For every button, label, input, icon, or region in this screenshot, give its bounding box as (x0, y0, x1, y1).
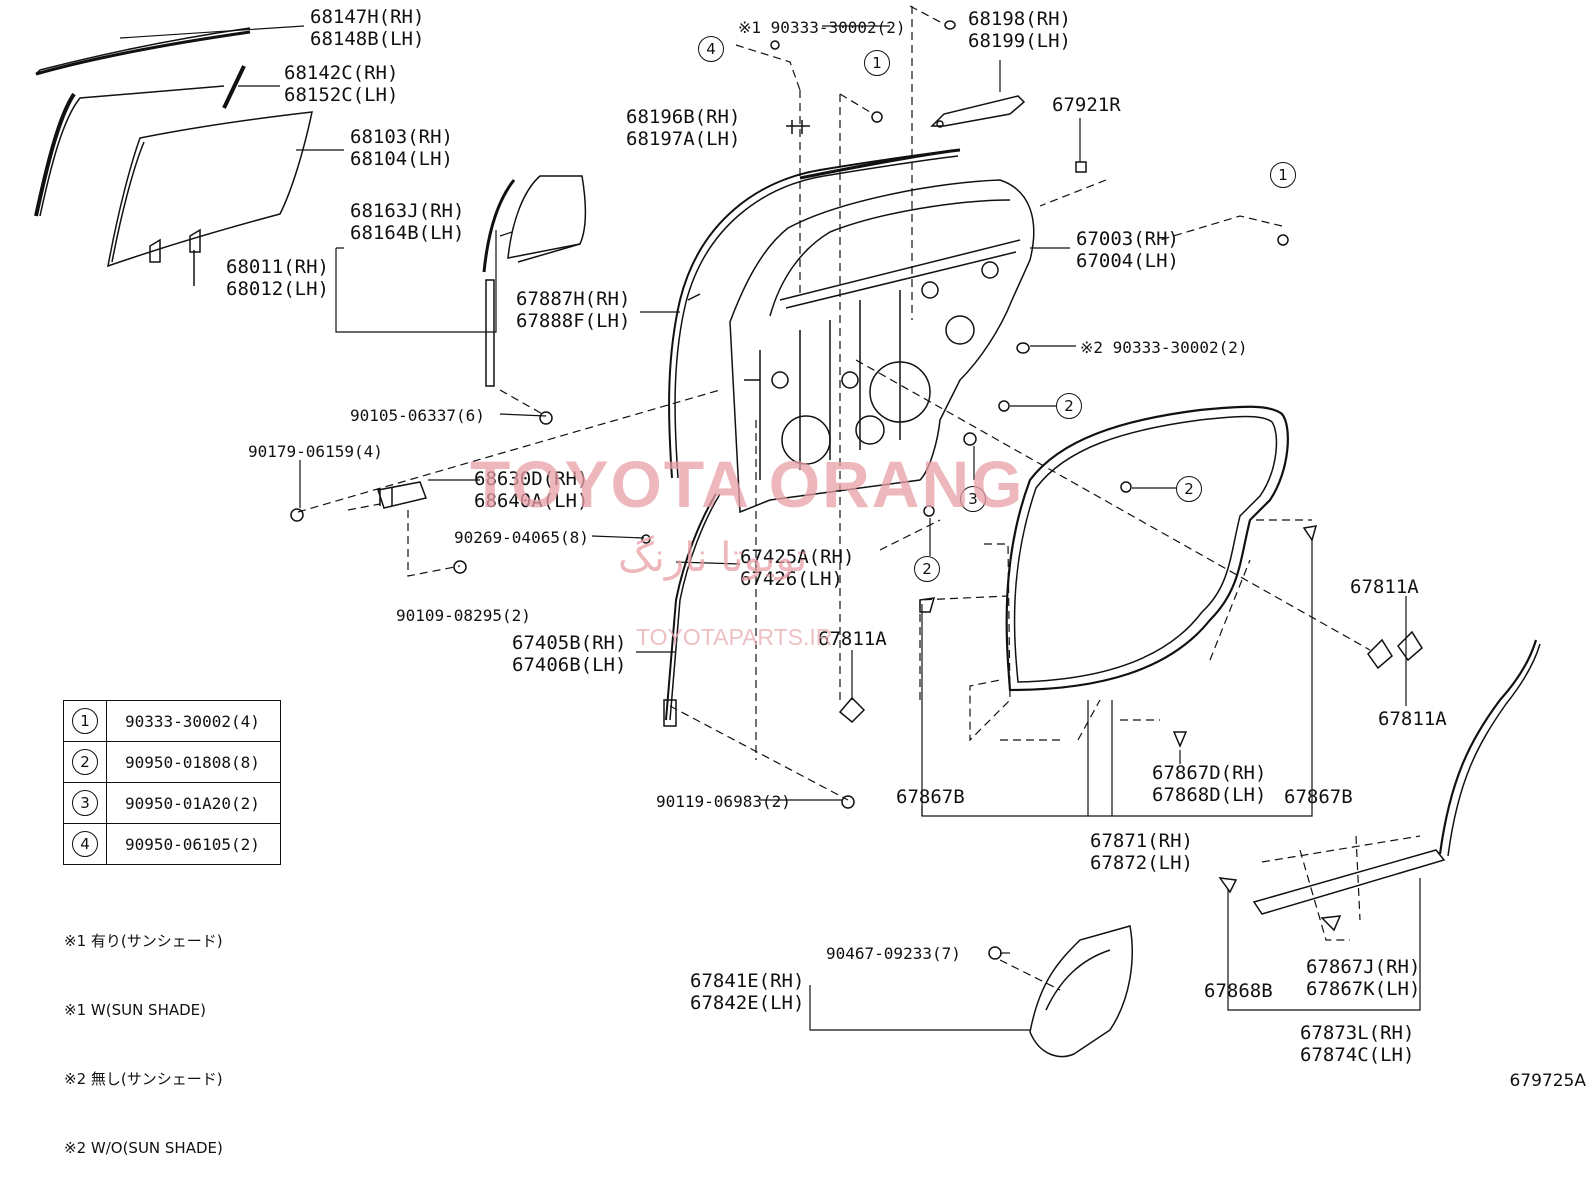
label-67003: 67003(RH) 67004(LH) (1076, 228, 1179, 272)
hole-plug-3 (963, 432, 977, 446)
label-67867d: 67867D(RH) 67868D(LH) (1152, 762, 1267, 806)
plug-top (944, 20, 956, 30)
callout-1-right: 1 (1270, 162, 1296, 188)
label-67887: 67887H(RH) 67888F(LH) (516, 288, 631, 332)
plug-sunshade (1016, 342, 1030, 354)
legend-part: 90950-06105(2) (106, 823, 281, 865)
label-68196: 68196B(RH) 68197A(LH) (626, 106, 741, 150)
hole-plug-2b (1120, 481, 1132, 493)
callout-3: 3 (960, 486, 986, 512)
leader-lines (119, 25, 1421, 1031)
legend-num: 1 (72, 708, 98, 734)
bolt-90179 (290, 508, 304, 522)
callout-2-b: 2 (1176, 476, 1202, 502)
clip-67867j (1320, 915, 1342, 932)
label-90105: 90105-06337(6) (350, 406, 485, 425)
label-90269: 90269-04065(8) (454, 528, 589, 547)
legend-num: 4 (72, 831, 98, 857)
quarter-glass-channel (482, 175, 587, 387)
callout-4: 4 (698, 36, 724, 62)
legend-row: 4 90950-06105(2) (63, 823, 281, 865)
footnote: ※1 有り(サンシェード) (64, 932, 223, 950)
callout-2-c: 2 (914, 556, 940, 582)
legend-num: 2 (72, 749, 98, 775)
legend-row: 3 90950-01A20(2) (63, 782, 281, 824)
clip-67867b-right (1302, 525, 1318, 542)
label-90109: 90109-08295(2) (396, 606, 531, 625)
cushion-square-a (838, 696, 866, 724)
label-67811a-lower: 67811A (1378, 708, 1447, 730)
label-67405: 67405B(RH) 67406B(LH) (512, 632, 627, 676)
cushion-square-c (1397, 630, 1423, 662)
door-glass (107, 111, 313, 286)
label-67871: 67871(RH) 67872(LH) (1090, 830, 1193, 874)
glass-run-moulding (35, 27, 251, 76)
legend-part: 90333-30002(4) (106, 700, 281, 742)
footnote: ※1 W(SUN SHADE) (64, 1001, 206, 1019)
bolt-90119 (841, 795, 855, 809)
label-67841: 67841E(RH) 67842E(LH) (690, 970, 805, 1014)
clip-68196 (786, 120, 810, 134)
legend-num: 3 (72, 790, 98, 816)
label-67425: 67425A(RH) 67426(LH) (740, 546, 855, 590)
bolt-90109 (453, 560, 467, 574)
label-68147: 68147H(RH) 68148B(LH) (310, 6, 425, 50)
dashed-leaders (297, 5, 1421, 991)
label-90119: 90119-06983(2) (656, 792, 791, 811)
rear-door-panel (729, 179, 1035, 514)
door-trim-cover (1029, 925, 1133, 1058)
division-bar (34, 65, 246, 217)
label-67868b: 67868B (1204, 980, 1273, 1002)
cushion-square-b (1367, 638, 1393, 670)
label-67867b-left: 67867B (896, 786, 965, 808)
label-67921: 67921R (1052, 94, 1121, 116)
door-opening-weatherstrip (1005, 405, 1289, 692)
rocker-moulding (1252, 639, 1541, 915)
label-68163: 68163J(RH) 68164B(LH) (350, 200, 465, 244)
hole-plug-2a (998, 400, 1010, 412)
label-67867j: 67867J(RH) 67867K(LH) (1306, 956, 1421, 1000)
footnotes: ※1 有り(サンシェード) ※1 W(SUN SHADE) ※2 無し(サンシェ… (64, 884, 223, 1183)
screw-90269 (641, 534, 651, 544)
plug-4 (770, 40, 780, 50)
label-68103: 68103(RH) 68104(LH) (350, 126, 453, 170)
callout-2-a: 2 (1056, 393, 1082, 419)
label-67867b-right: 67867B (1284, 786, 1353, 808)
label-90333-no-sunshade: ※2 90333-30002(2) (1080, 338, 1248, 357)
label-90333-sunshade: ※1 90333-30002(2) (738, 18, 906, 37)
hole-plug-2c (923, 505, 935, 517)
clip-67868b (1218, 877, 1238, 894)
belt-moulding (799, 148, 961, 180)
label-67811a-upper: 67811A (1350, 576, 1419, 598)
footnote: ※2 W/O(SUN SHADE) (64, 1139, 223, 1157)
legend-row: 1 90333-30002(4) (63, 700, 281, 742)
label-68630: 68630D(RH) 68640A(LH) (474, 468, 589, 512)
label-67811a-left: 67811A (818, 628, 887, 650)
bolt-90105 (539, 411, 553, 425)
door-check (377, 481, 428, 509)
label-68142: 68142C(RH) 68152C(LH) (284, 62, 399, 106)
parts-diagram (34, 5, 1541, 1058)
clip-67867d (1172, 731, 1188, 748)
clip-90467 (988, 946, 1002, 960)
outside-handle (930, 95, 1026, 128)
label-68011: 68011(RH) 68012(LH) (226, 256, 329, 300)
label-90179: 90179-06159(4) (248, 442, 383, 461)
door-outer-weatherstrip (668, 149, 959, 479)
legend-part: 90950-01808(8) (106, 741, 281, 783)
diagram-code: 679725A (1509, 1071, 1586, 1091)
footnote: ※2 無し(サンシェード) (64, 1070, 223, 1088)
lower-weatherstrip (663, 493, 721, 727)
label-90467: 90467-09233(7) (826, 944, 961, 963)
cushion-67921 (1075, 161, 1087, 173)
legend-part: 90950-01A20(2) (106, 782, 281, 824)
legend-row: 2 90950-01808(8) (63, 741, 281, 783)
callout-1-upper: 1 (864, 50, 890, 76)
label-68198: 68198(RH) 68199(LH) (968, 8, 1071, 52)
plug-1a (871, 111, 883, 123)
label-67873: 67873L(RH) 67874C(LH) (1300, 1022, 1415, 1066)
plug-1b (1277, 234, 1289, 246)
legend-table: 1 90333-30002(4) 2 90950-01808(8) 3 9095… (63, 700, 281, 865)
